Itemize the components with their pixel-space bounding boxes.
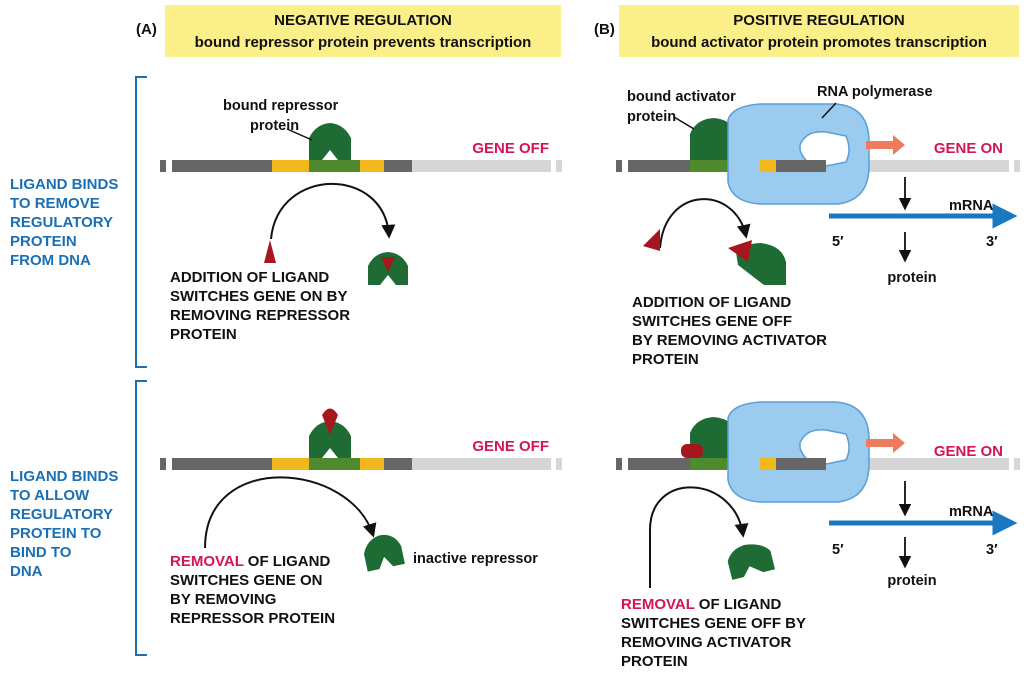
svg-text:REMOVAL OF LIGAND: REMOVAL OF LIGAND [621, 596, 781, 613]
side-label-top: LIGAND BINDS TO REMOVE REGULATORY PROTEI… [10, 176, 118, 269]
svg-text:PROTEIN: PROTEIN [632, 351, 699, 368]
panel-a-header-bg [165, 5, 561, 57]
panel-b-top-protein-product: protein [887, 270, 936, 286]
bound-activator-protein-icon [690, 118, 738, 160]
side-bracket-top [135, 76, 147, 368]
svg-text:TO ALLOW: TO ALLOW [10, 487, 90, 504]
panel-a-bottom-curved-arrow [204, 476, 377, 549]
panel-a-title: NEGATIVE REGULATION [274, 12, 452, 29]
panel-a-top-ligand-icon [264, 240, 276, 263]
panel-b-bottom-protein-product: protein [887, 573, 936, 589]
panel-a-bottom-dna [160, 458, 562, 470]
panel-b-top-protein-label-2: protein [627, 109, 676, 125]
svg-text:SWITCHES GENE OFF BY: SWITCHES GENE OFF BY [621, 615, 806, 632]
svg-text:PROTEIN: PROTEIN [621, 653, 688, 670]
side-bracket-bottom [135, 380, 147, 656]
panel-a-top-protein-label-2: protein [250, 118, 299, 134]
svg-text:SWITCHES GENE ON: SWITCHES GENE ON [170, 572, 323, 589]
svg-text:TO REMOVE: TO REMOVE [10, 195, 100, 212]
panel-b-bottom-gene-state: GENE ON [934, 443, 1003, 460]
panel-b-subtitle: bound activator protein promotes transcr… [651, 34, 987, 51]
panel-a-top-gene-state: GENE OFF [472, 140, 549, 157]
panel-a-top-dna [160, 160, 562, 172]
panel-a-bottom-repressor-with-ligand-icon [309, 408, 351, 458]
svg-text:SWITCHES GENE OFF: SWITCHES GENE OFF [632, 313, 792, 330]
svg-text:REGULATORY: REGULATORY [10, 506, 113, 523]
panel-a-top-released-repressor-icon [368, 252, 408, 285]
panel-a-top-caption: ADDITION OF LIGAND SWITCHES GENE ON BY R… [170, 269, 350, 343]
svg-text:REMOVAL OF LIGAND: REMOVAL OF LIGAND [170, 553, 330, 570]
panel-b-top-leader-line [673, 116, 695, 130]
rna-polymerase-label: RNA polymerase [817, 84, 933, 100]
svg-text:ADDITION OF LIGAND: ADDITION OF LIGAND [170, 269, 329, 286]
svg-text:LIGAND BINDS: LIGAND BINDS [10, 176, 118, 193]
panel-a-top-protein-label-1: bound repressor [223, 98, 339, 114]
panel-b-top-three-prime: 3′ [986, 234, 998, 250]
panel-b-top-five-prime: 5′ [832, 234, 844, 250]
panel-b-letter: (B) [594, 21, 615, 38]
svg-text:BY REMOVING: BY REMOVING [170, 591, 276, 608]
panel-b-top-gene-state: GENE ON [934, 140, 1003, 157]
panel-b-bottom-activator-with-ligand-icon [681, 417, 738, 458]
svg-text:DNA: DNA [10, 563, 43, 580]
panel-a-subtitle: bound repressor protein prevents transcr… [195, 34, 532, 51]
panel-b-bottom-five-prime: 5′ [832, 542, 844, 558]
panel-b-top-ligand-icon [643, 229, 660, 251]
svg-text:LIGAND BINDS: LIGAND BINDS [10, 468, 118, 485]
rna-polymerase-icon [727, 103, 870, 205]
svg-text:PROTEIN TO: PROTEIN TO [10, 525, 102, 542]
svg-text:BIND TO: BIND TO [10, 544, 72, 561]
panel-a-bottom-gene-state: GENE OFF [472, 438, 549, 455]
rna-polymerase-leader-line [821, 102, 837, 119]
panel-a-letter: (A) [136, 21, 157, 38]
panel-a-bottom-inactive-repressor-icon [363, 534, 405, 572]
panel-b-top-protein-label-1: bound activator [627, 89, 736, 105]
panel-b-bottom-inactive-activator-icon [727, 544, 775, 580]
svg-text:REGULATORY: REGULATORY [10, 214, 113, 231]
side-label-bottom: LIGAND BINDS TO ALLOW REGULATORY PROTEIN… [10, 468, 118, 580]
panel-b-bottom-rna-polymerase-icon [727, 401, 870, 503]
panel-b-top-transcription-arrow [866, 135, 905, 155]
svg-text:FROM DNA: FROM DNA [10, 252, 91, 269]
svg-text:ADDITION OF LIGAND: ADDITION OF LIGAND [632, 294, 791, 311]
svg-text:PROTEIN: PROTEIN [170, 326, 237, 343]
panel-b-top-caption: ADDITION OF LIGAND SWITCHES GENE OFF BY … [632, 294, 827, 368]
bound-repressor-protein-icon [309, 123, 351, 160]
svg-text:PROTEIN: PROTEIN [10, 233, 77, 250]
panel-b-top-mrna-label: mRNA [949, 198, 994, 214]
svg-text:REMOVING REPRESSOR: REMOVING REPRESSOR [170, 307, 350, 324]
panel-b-bottom-three-prime: 3′ [986, 542, 998, 558]
panel-a-bottom-inactive-label: inactive repressor [413, 551, 538, 567]
panel-b-bottom-curved-arrow [649, 486, 749, 588]
svg-text:REMOVING ACTIVATOR: REMOVING ACTIVATOR [621, 634, 791, 651]
svg-text:SWITCHES GENE ON BY: SWITCHES GENE ON BY [170, 288, 348, 305]
panel-a-top-leader-line [286, 128, 313, 141]
panel-a-top-curved-arrow [270, 182, 396, 240]
panel-a-bottom-caption: REMOVAL OF LIGAND SWITCHES GENE ON BY RE… [170, 553, 335, 627]
panel-b-bottom-transcription-arrow [866, 433, 905, 453]
svg-text:REPRESSOR PROTEIN: REPRESSOR PROTEIN [170, 610, 335, 627]
panel-b-title: POSITIVE REGULATION [733, 12, 904, 29]
panel-b-top-curved-arrow [659, 198, 751, 249]
panel-b-header-bg [619, 5, 1019, 57]
svg-text:BY REMOVING ACTIVATOR: BY REMOVING ACTIVATOR [632, 332, 827, 349]
panel-b-bottom-caption: REMOVAL OF LIGAND SWITCHES GENE OFF BY R… [621, 596, 806, 670]
panel-b-top-released-activator-icon [728, 240, 786, 285]
panel-b-bottom-mrna-label: mRNA [949, 504, 994, 520]
